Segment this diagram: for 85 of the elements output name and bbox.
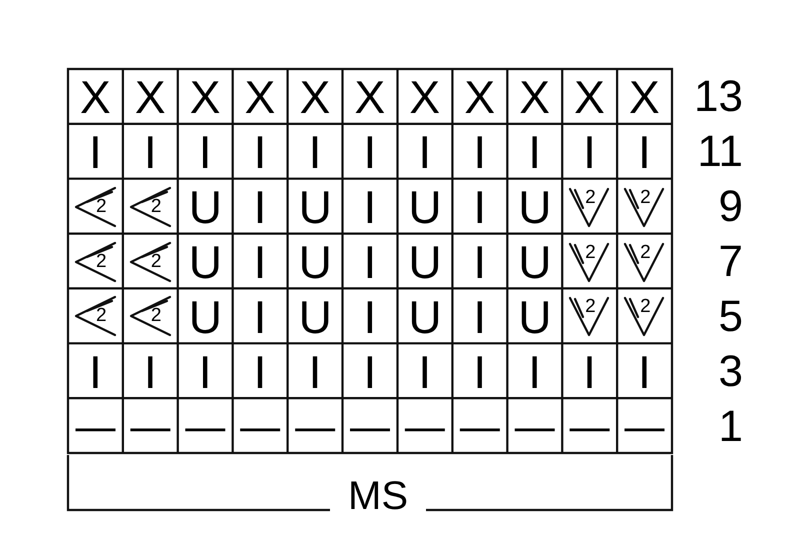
stitch-symbol: U [408,239,442,285]
stitch-symbol: X [134,74,166,120]
stitch-symbol: I [473,239,486,285]
stitch-count: 2 [96,306,107,326]
row-number: 3 [718,350,743,394]
stitch-symbol: — [240,406,280,447]
stitch-symbol: X [190,74,220,120]
stitch-symbol: U [188,294,222,340]
stitch-symbol: U [298,184,332,230]
stitch-symbol: I [528,348,541,395]
repeat-label: MS [348,476,408,516]
stitch-symbol: I [308,348,322,395]
stitch-symbol: — [570,406,610,447]
stitch-symbol: I [254,239,266,285]
stitch-symbol: X [409,74,440,120]
stitch-symbol: I [583,129,596,176]
stitch-count: 2 [96,196,107,216]
stitch-symbol: U [518,184,552,230]
stitch-symbol: X [354,74,386,120]
stitch-symbol: — [514,406,555,447]
stitch-symbol: I [418,348,432,395]
stitch-symbol: — [624,406,665,447]
stitch-symbol: U [298,294,332,340]
row-number: 1 [718,404,743,449]
stitch-symbol: — [130,406,170,447]
stitch-symbol: U [408,184,442,230]
stitch-symbol: I [308,129,322,176]
stitch-symbol: U [188,239,222,285]
stitch-symbol: — [404,406,445,447]
stitch-count: 2 [96,252,107,271]
stitch-symbol: — [75,406,116,447]
stitch-symbol: — [460,406,500,447]
stitch-symbol: I [528,129,541,176]
stitch-symbol: I [473,129,486,176]
stitch-symbol: I [88,129,102,176]
stitch-symbol: I [198,348,212,395]
stitch-symbol: X [574,74,605,120]
stitch-count: 2 [640,297,651,316]
stitch-symbol: I [473,294,486,340]
stitch-symbol: I [144,129,157,176]
stitch-symbol: I [473,184,486,230]
row-number: 5 [718,294,743,339]
stitch-count: 2 [640,188,651,207]
stitch-count: 2 [585,188,596,207]
stitch-symbol: I [638,348,651,395]
stitch-symbol: — [295,406,336,447]
stitch-symbol: X [464,74,495,120]
stitch-symbol: I [364,129,376,176]
row-number: 13 [694,75,743,120]
stitch-symbol: I [583,348,596,395]
stitch-symbol: X [629,74,660,120]
stitch-symbol: I [144,348,157,395]
stitch-symbol: I [364,294,376,340]
row-number: 9 [718,185,743,230]
stitch-symbol: I [418,129,432,176]
stitch-symbol: X [80,74,111,120]
stitch-symbol: I [254,348,266,395]
stitch-symbol: I [254,129,266,176]
stitch-count: 2 [640,242,651,262]
stitch-symbol: I [254,184,266,230]
stitch-count: 2 [585,242,596,262]
stitch-symbol: I [638,129,651,176]
stitch-symbol: U [188,184,222,230]
stitch-count: 2 [150,306,162,326]
stitch-symbol: I [88,348,102,395]
stitch-symbol: I [364,184,376,230]
stitch-symbol: — [185,406,226,447]
stitch-count: 2 [585,297,596,316]
row-number: 11 [697,130,743,174]
stitch-symbol: X [300,74,330,120]
row-number: 7 [718,240,743,284]
stitch-symbol: I [254,294,266,340]
stitch-symbol: I [198,129,212,176]
stitch-count: 2 [150,196,162,216]
stitch-count: 2 [150,252,162,271]
stitch-symbol: U [298,239,332,285]
stitch-symbol: U [408,294,442,340]
stitch-symbol: I [364,239,376,285]
stitch-symbol: U [518,239,552,285]
stitch-symbol: X [519,74,550,120]
stitch-symbol: X [244,74,276,120]
stitch-symbol: U [518,294,552,340]
stitch-symbol: I [473,348,486,395]
stitch-symbol: — [350,406,390,447]
stitch-symbol: I [364,348,376,395]
